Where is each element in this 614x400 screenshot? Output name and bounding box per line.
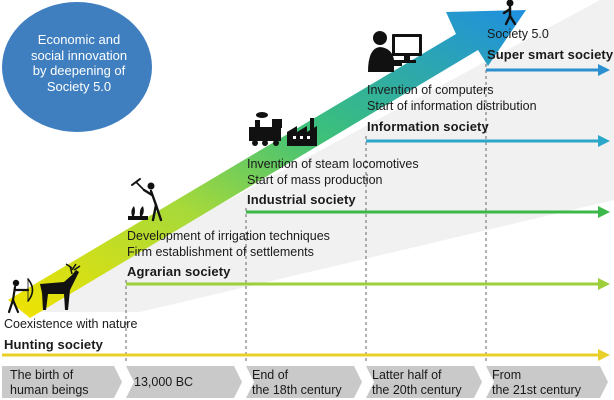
period-1: The birth of human beings (10, 368, 89, 398)
deer-icon (40, 263, 81, 310)
stage-lines (2, 64, 610, 361)
super-smart-description-1: Society 5.0 (487, 27, 549, 41)
period-2-line-1: 13,000 BC (134, 375, 194, 389)
person-icon (502, 0, 517, 26)
factory-icon (287, 118, 317, 146)
period-4-line-2: the 20th century (372, 383, 462, 397)
agrarian-society-title: Agrarian society (127, 264, 231, 279)
circle-line-1: Economic and (37, 32, 121, 47)
circle-caption: Economic and social innovation by deepen… (12, 32, 146, 94)
archer-icon (7, 278, 34, 314)
period-chevron-4 (366, 366, 482, 398)
hunting-arrowhead (598, 349, 610, 361)
progress-arrow (8, 10, 526, 318)
agrarian-arrowhead (598, 278, 610, 290)
hunting-description-1: Coexistence with nature (4, 317, 138, 331)
circle-line-4: Society 5.0 (46, 78, 112, 94)
period-chevron-2 (126, 366, 242, 398)
period-4-line-1: Latter half of (372, 368, 442, 382)
period-chevron-1 (2, 366, 122, 398)
farmer-icon (131, 178, 163, 222)
agrarian-description-1: Development of irrigation techniques (127, 229, 330, 243)
period-5-line-2: the 21st century (492, 383, 581, 397)
circle-line-3: by deepening of (32, 63, 126, 78)
period-2: 13,000 BC (134, 375, 193, 390)
super-smart-arrowhead (598, 64, 610, 76)
period-4: Latter half of the 20th century (372, 368, 462, 398)
period-1-line-1: The birth of (10, 368, 74, 382)
super-smart-society-title: Super smart society (487, 47, 614, 62)
industrial-society-title: Industrial society (247, 192, 356, 207)
period-3-line-2: the 18th century (252, 383, 342, 397)
circle-line-2: social innovation (30, 47, 128, 63)
period-chevron-5 (486, 366, 608, 398)
period-1-line-2: human beings (10, 383, 89, 397)
industrial-description-1: Invention of steam locomotives (247, 157, 419, 171)
plant-icon (128, 206, 148, 220)
industrial-arrowhead (598, 206, 610, 218)
information-arrowhead (598, 135, 610, 147)
computer-user-icon (368, 31, 422, 72)
information-description-2: Start of information distribution (367, 99, 537, 113)
title-circle: Economic and social innovation by deepen… (2, 2, 152, 132)
stage-separators (125, 64, 487, 362)
period-chevron-3 (246, 366, 362, 398)
hunting-society-title: Hunting society (4, 337, 104, 352)
period-5: From the 21st century (492, 368, 581, 398)
period-3-line-1: End of (252, 368, 289, 382)
period-3: End of the 18th century (252, 368, 342, 398)
period-5-line-1: From (492, 368, 522, 382)
industrial-description-2: Start of mass production (247, 173, 383, 187)
timeline-band (2, 366, 608, 398)
locomotive-icon (249, 112, 282, 146)
agrarian-description-2: Firm establishment of settlements (127, 245, 314, 259)
information-society-title: Information society (367, 119, 489, 134)
information-description-1: Invention of computers (367, 83, 494, 97)
